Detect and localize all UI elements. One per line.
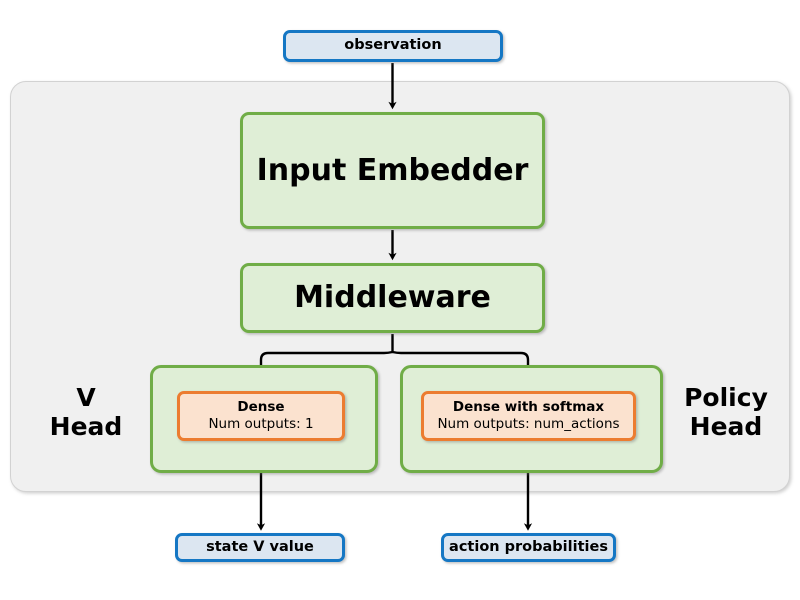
state-v-value-node[interactable]: state V value [175, 533, 345, 562]
dense-with-softmax-node[interactable]: Dense with softmax Num outputs: num_acti… [421, 391, 636, 441]
observation-node[interactable]: observation [283, 30, 503, 62]
dense-subtitle: Num outputs: 1 [208, 415, 314, 432]
middleware-label: Middleware [294, 280, 491, 316]
dense-node[interactable]: Dense Num outputs: 1 [177, 391, 345, 441]
input-embedder-label: Input Embedder [256, 152, 529, 188]
policy-head-label: Policy Head [684, 383, 768, 441]
action-probabilities-node[interactable]: action probabilities [441, 533, 616, 562]
dense-with-softmax-title: Dense with softmax [452, 398, 605, 415]
dense-title: Dense [237, 398, 285, 415]
middleware-node[interactable]: Middleware [240, 263, 545, 333]
action-probabilities-label: action probabilities [449, 538, 608, 555]
v-head-label: V Head [49, 383, 123, 441]
dense-with-softmax-subtitle: Num outputs: num_actions [437, 415, 620, 432]
state-v-value-label: state V value [206, 538, 314, 555]
observation-label: observation [344, 37, 442, 54]
input-embedder-node[interactable]: Input Embedder [240, 112, 545, 229]
